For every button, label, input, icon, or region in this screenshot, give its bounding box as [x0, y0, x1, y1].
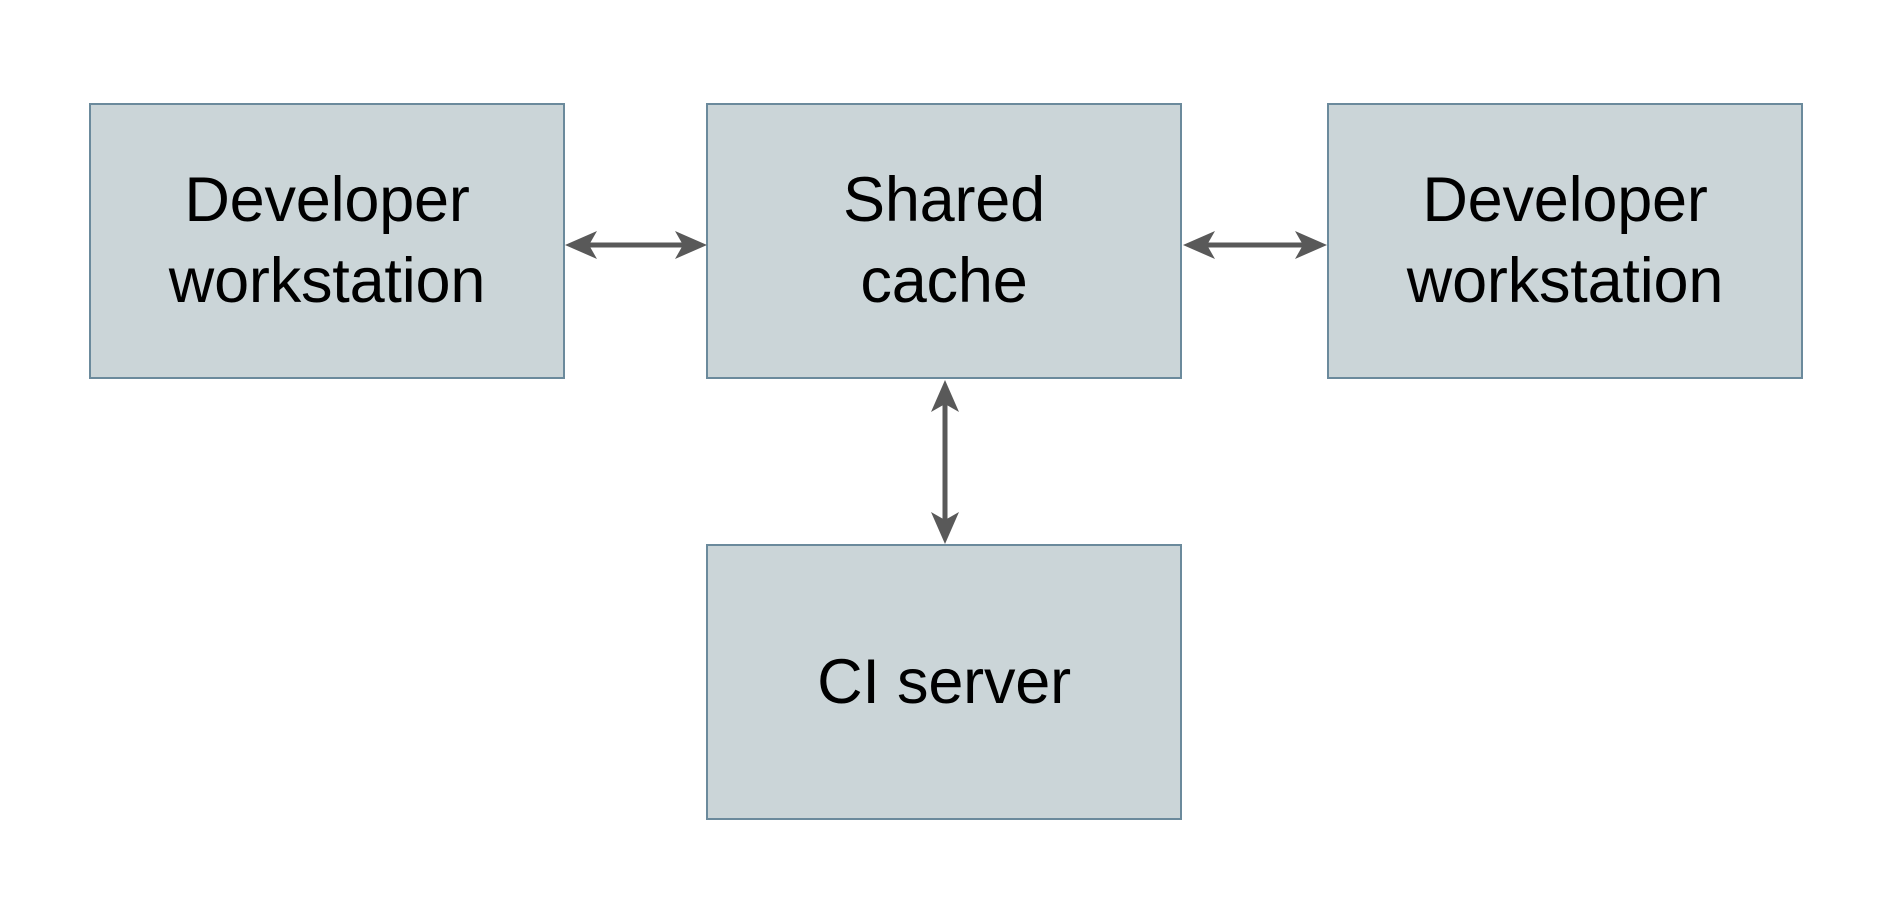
node-label: Developer workstation	[1406, 165, 1724, 316]
edge-cache-to-ci-server[interactable]	[915, 380, 975, 544]
node-label: Shared cache	[843, 165, 1045, 316]
double-arrow-icon	[931, 380, 959, 544]
edge-cache-to-right-workstation[interactable]	[1183, 215, 1327, 275]
node-label: Developer workstation	[168, 165, 486, 316]
node-developer-workstation-left[interactable]: Developer workstation	[89, 103, 565, 379]
node-developer-workstation-right[interactable]: Developer workstation	[1327, 103, 1803, 379]
node-ci-server[interactable]: CI server	[706, 544, 1182, 820]
node-label: CI server	[817, 646, 1071, 717]
node-shared-cache[interactable]: Shared cache	[706, 103, 1182, 379]
edge-left-workstation-to-cache[interactable]	[565, 215, 707, 275]
double-arrow-icon	[565, 231, 707, 259]
double-arrow-icon	[1183, 231, 1327, 259]
